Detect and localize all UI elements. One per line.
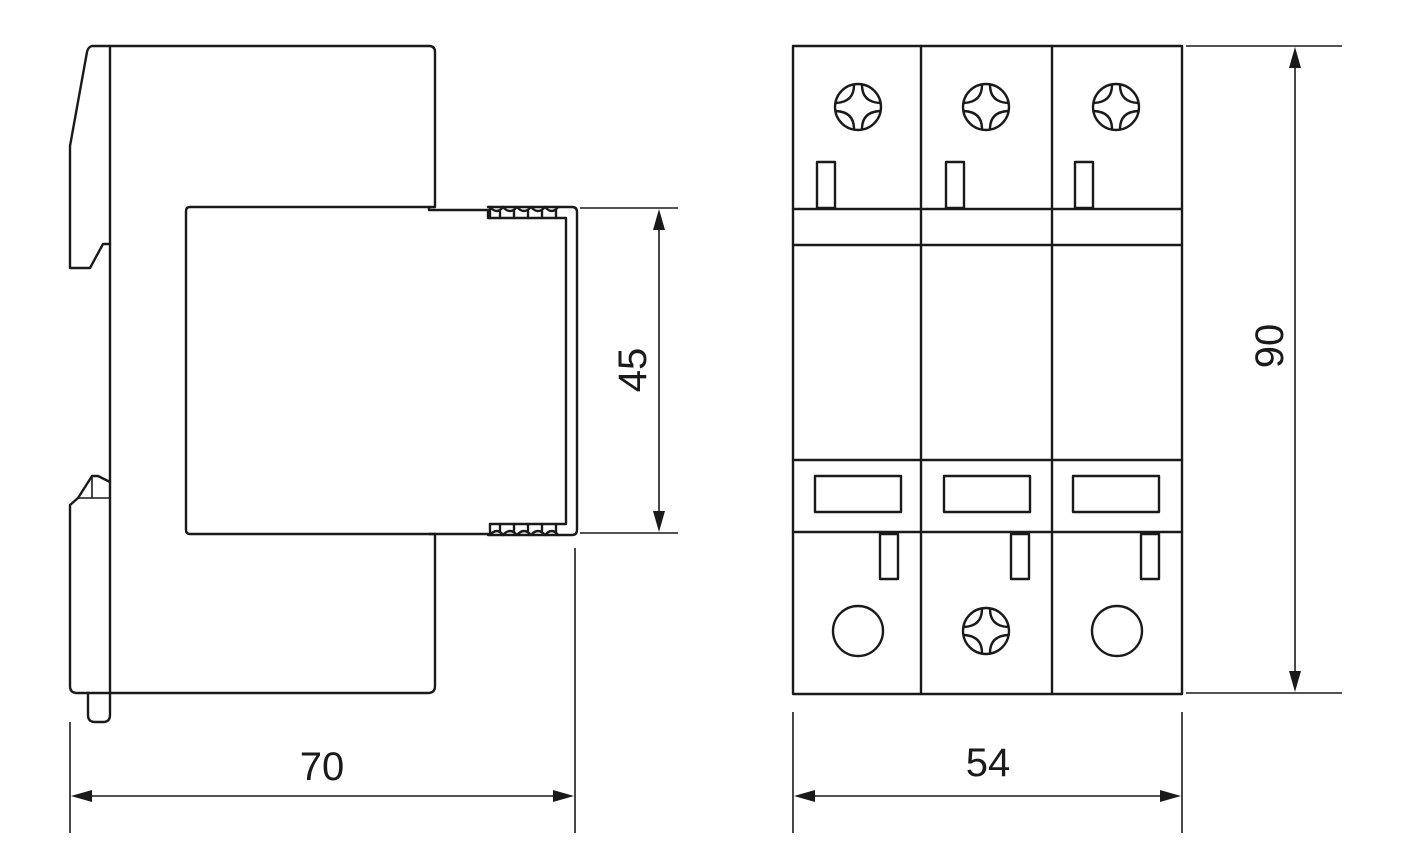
screw-icon bbox=[833, 82, 883, 132]
dim-45-arrow-bottom bbox=[653, 511, 665, 532]
side-view: 45 70 bbox=[68, 44, 678, 833]
dim-70-arrow-right bbox=[553, 790, 574, 802]
dim-54-arrow-right bbox=[1160, 790, 1181, 802]
din-clip-detail bbox=[78, 476, 110, 499]
side-module-inner-rail bbox=[488, 216, 568, 526]
dim-70-arrow-left bbox=[71, 790, 92, 802]
dim-45-arrow-top bbox=[653, 209, 665, 230]
terminal-hole-icon bbox=[831, 604, 885, 658]
dim-70-label: 70 bbox=[300, 745, 345, 789]
front-view: 90 54 bbox=[791, 44, 1342, 833]
side-module-ridges-top bbox=[488, 205, 560, 220]
terminal-tab-bottom-2 bbox=[1009, 532, 1031, 581]
status-window-1 bbox=[813, 474, 903, 514]
screw-icon bbox=[1091, 82, 1141, 132]
dim-54-label: 54 bbox=[966, 741, 1011, 785]
dim-90-arrow-bottom bbox=[1289, 671, 1301, 692]
screw-icon bbox=[961, 606, 1011, 656]
terminal-hole-icon bbox=[1090, 604, 1144, 658]
screw-icon bbox=[961, 82, 1011, 132]
dim-90-arrow-top bbox=[1289, 47, 1301, 68]
status-window-3 bbox=[1071, 474, 1161, 514]
din-clip-top bbox=[68, 44, 112, 270]
terminal-tab-bottom-3 bbox=[1139, 532, 1161, 581]
dim-90-label: 90 bbox=[1248, 324, 1292, 369]
front-outline bbox=[791, 44, 1184, 696]
dim-54-arrow-left bbox=[794, 790, 815, 802]
terminal-tab-top-1 bbox=[815, 160, 837, 210]
din-clip-bottom bbox=[68, 474, 112, 695]
terminal-tab-bottom-1 bbox=[878, 532, 900, 581]
terminal-tab-top-2 bbox=[944, 160, 966, 210]
din-release-tab bbox=[86, 691, 112, 724]
side-module-outline bbox=[427, 205, 492, 220]
side-module-right-edge bbox=[486, 205, 579, 537]
status-window-2 bbox=[942, 474, 1032, 514]
side-view-body-outline bbox=[108, 44, 437, 695]
side-module-ridges-bottom bbox=[488, 522, 560, 537]
terminal-tab-top-3 bbox=[1073, 160, 1095, 210]
dim-45-label: 45 bbox=[611, 348, 655, 393]
